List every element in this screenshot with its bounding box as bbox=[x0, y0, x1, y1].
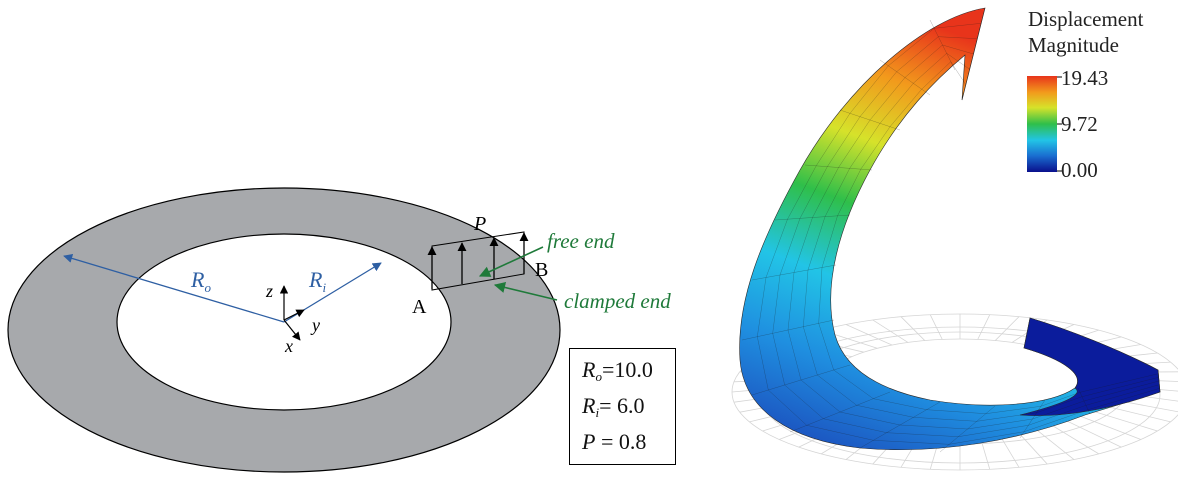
ribbon-grid-line bbox=[803, 52, 1159, 422]
mesh-line bbox=[977, 314, 991, 340]
ribbon-grid-line bbox=[929, 19, 956, 71]
ribbon-clamped-segment bbox=[1019, 317, 1161, 416]
ribbon-grid-line bbox=[879, 59, 931, 96]
ri-label: Ri bbox=[308, 267, 326, 295]
legend-min-value: 0.00 bbox=[1061, 158, 1098, 182]
free-end-label: free end bbox=[547, 229, 615, 253]
ribbon-grid-line bbox=[939, 405, 996, 453]
ribbon-grid-line bbox=[1019, 399, 1046, 439]
ro-label: Ro bbox=[190, 267, 211, 295]
legend-mid-value: 9.72 bbox=[1061, 112, 1098, 136]
load-p-label: P bbox=[473, 213, 486, 235]
clamped-end-arrow bbox=[493, 281, 558, 301]
ribbon-grid-line bbox=[1157, 369, 1161, 393]
point-b-label: B bbox=[535, 259, 548, 281]
load-arrows bbox=[427, 232, 529, 289]
deformed-ribbon bbox=[739, 7, 1161, 453]
x-axis-label: x bbox=[284, 336, 293, 356]
mesh-line bbox=[845, 324, 893, 346]
ribbon-grid-line bbox=[804, 164, 873, 171]
parameter-box: Ro=10.0 Ri= 6.0 P = 0.8 bbox=[569, 348, 676, 465]
ribbon-grid-line bbox=[774, 214, 851, 221]
colorbar bbox=[1027, 76, 1057, 172]
ribbon-grid-line bbox=[787, 44, 1160, 430]
ribbon-grid-line bbox=[1077, 387, 1091, 415]
ribbon-grid-line bbox=[772, 36, 1160, 437]
ribbon-grid-line bbox=[818, 61, 1159, 414]
mesh-line bbox=[900, 316, 926, 341]
free-end-arrow bbox=[478, 246, 544, 277]
ribbon-grid-line bbox=[741, 319, 835, 341]
ro-radius-arrow bbox=[63, 253, 285, 323]
mesh-line bbox=[929, 314, 943, 340]
ribbon-grid-line bbox=[839, 109, 901, 131]
z-axis-label: z bbox=[265, 281, 273, 301]
coordinate-axes bbox=[279, 285, 305, 341]
clamped-end-label: clamped end bbox=[564, 289, 671, 313]
param-p: P = 0.8 bbox=[582, 429, 647, 454]
legend-title-line2: Magnitude bbox=[1028, 33, 1119, 57]
ribbon-grid-line bbox=[757, 23, 1160, 445]
param-ri: Ri= 6.0 bbox=[582, 393, 645, 420]
colorbar-ticks bbox=[1057, 76, 1062, 172]
mesh-line bbox=[872, 319, 909, 343]
ribbon-grid-line bbox=[751, 264, 837, 281]
ribbon-grid-line bbox=[859, 401, 941, 449]
ribbon-grid-line bbox=[789, 391, 891, 433]
ribbon-grid-line bbox=[751, 364, 851, 396]
y-axis-label: y bbox=[310, 315, 320, 335]
legend-max-value: 19.43 bbox=[1061, 66, 1109, 90]
ribbon-grid-line bbox=[961, 7, 986, 101]
param-ro: Ro=10.0 bbox=[582, 357, 653, 384]
legend-title-line1: Displacement bbox=[1028, 7, 1144, 31]
mesh-line bbox=[994, 316, 1020, 341]
point-a-label: A bbox=[412, 296, 427, 318]
